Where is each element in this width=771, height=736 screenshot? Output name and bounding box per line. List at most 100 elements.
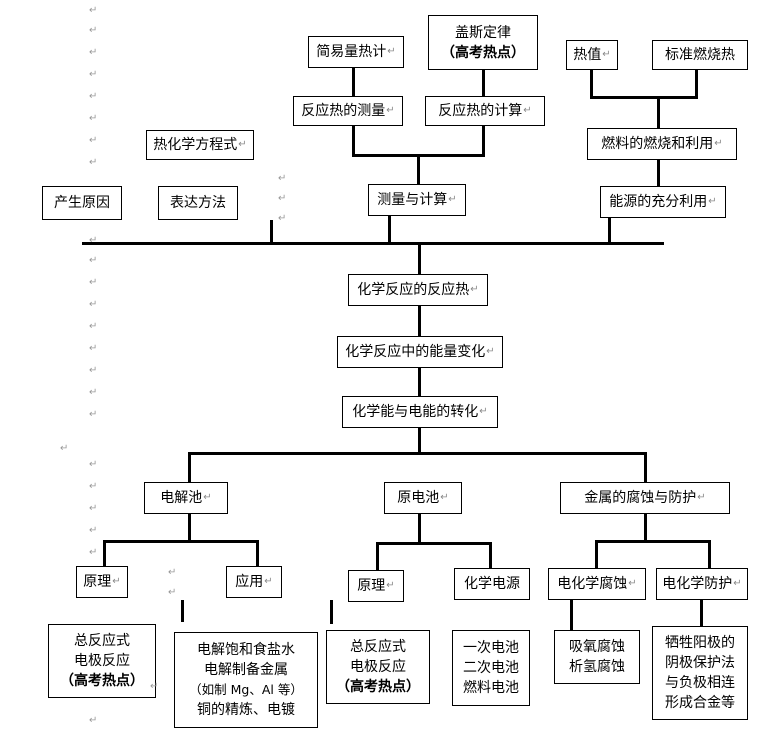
connector — [482, 70, 485, 96]
label: 应用 — [235, 574, 264, 590]
main-horizontal-line — [82, 242, 664, 245]
connector — [595, 540, 711, 543]
paragraph-mark: ↵ — [89, 525, 98, 536]
line: 二次电池 — [463, 660, 519, 676]
paragraph-mark: ↵ — [89, 387, 98, 398]
paragraph-mark: ↵ — [89, 69, 98, 80]
paragraph-mark: ↵ — [89, 459, 98, 470]
label: 能源的充分利用 — [609, 194, 708, 210]
line: 电解制备金属 — [203, 662, 288, 678]
connector — [700, 600, 703, 626]
line: 牺牲阳极的 — [665, 635, 735, 651]
line: （如制 Mg、Al 等） — [189, 682, 303, 697]
connector — [418, 514, 421, 544]
label: 盖斯定律 — [455, 24, 511, 41]
label: 反应热的测量 — [301, 103, 386, 119]
paragraph-mark: ↵ — [89, 91, 98, 102]
line: 一次电池 — [463, 640, 519, 656]
hotspot-label: （高考热点） — [60, 673, 144, 689]
paragraph-mark: ↵ — [89, 343, 98, 354]
label: 简易量热计 — [316, 44, 387, 60]
line: 形成合金等 — [665, 695, 735, 711]
line: 电极反应 — [350, 659, 406, 675]
connector — [103, 540, 259, 543]
line: 燃料电池 — [463, 680, 519, 696]
node-measure-calc: 测量与计算↵ — [368, 184, 466, 216]
label: 电化学防护 — [662, 576, 733, 592]
label: 电解池 — [160, 490, 203, 506]
leaf-electrolysis-applications: 电解饱和食盐水 电解制备金属 （如制 Mg、Al 等） 铜的精炼、电镀 — [174, 632, 318, 728]
node-principle-electrolysis: 原理↵ — [76, 566, 128, 598]
node-thermochemical-equation: 热化学方程式↵ — [146, 130, 254, 160]
label: 化学反应中的能量变化 — [345, 344, 486, 360]
connector — [188, 514, 191, 542]
line: 析氢腐蚀 — [569, 659, 625, 675]
node-principle-galvanic: 原理↵ — [348, 570, 404, 602]
label: 标准燃烧热 — [665, 47, 735, 63]
leaf-corrosion-types: 吸氧腐蚀 析氢腐蚀 — [554, 630, 640, 684]
node-chemical-power: 化学电源 — [454, 568, 530, 600]
line: 吸氧腐蚀 — [569, 639, 625, 655]
node-expression: 表达方法 — [158, 186, 238, 220]
paragraph-mark: ↵ — [60, 443, 69, 454]
node-electrochemical-protection: 电化学防护↵ — [656, 568, 748, 600]
paragraph-mark: ↵ — [89, 235, 98, 246]
paragraph-mark: ↵ — [89, 409, 98, 420]
connector — [103, 540, 106, 566]
connector — [590, 70, 593, 98]
connector — [608, 216, 611, 244]
connector — [352, 68, 355, 96]
connector — [352, 126, 355, 156]
paragraph-mark: ↵ — [168, 587, 177, 598]
line: 电极反应 — [74, 653, 130, 669]
leaf-battery-types: 一次电池 二次电池 燃料电池 — [452, 630, 530, 706]
paragraph-mark: ↵ — [89, 47, 98, 58]
node-chem-electric-conversion: 化学能与电能的转化↵ — [342, 396, 498, 428]
paragraph-mark: ↵ — [278, 193, 287, 204]
paragraph-mark: ↵ — [89, 157, 98, 168]
paragraph-mark: ↵ — [89, 481, 98, 492]
node-hess-law: 盖斯定律（高考热点） — [428, 15, 538, 70]
label: 产生原因 — [54, 195, 110, 211]
paragraph-mark: ↵ — [89, 5, 98, 16]
connector — [657, 96, 660, 128]
line: 阴极保护法 — [665, 655, 735, 671]
connector — [376, 542, 492, 545]
node-application: 应用↵ — [226, 566, 282, 598]
label: 化学反应的反应热 — [357, 282, 470, 298]
label: 热值 — [573, 47, 602, 63]
leaf-protection-methods: 牺牲阳极的 阴极保护法 与负极相连 形成合金等 — [652, 626, 748, 720]
connector — [695, 70, 698, 98]
node-electrolytic-cell: 电解池↵ — [144, 482, 228, 514]
connector — [708, 540, 711, 568]
connector — [595, 540, 598, 568]
paragraph-mark: ↵ — [89, 503, 98, 514]
connector — [188, 452, 191, 482]
label: 原电池 — [397, 490, 440, 506]
connector — [570, 600, 573, 630]
line: 铜的精炼、电镀 — [196, 702, 295, 718]
leaf-galvanic-principle: 总反应式 电极反应 （高考热点） — [326, 630, 430, 704]
label: 金属的腐蚀与防护 — [584, 490, 697, 506]
paragraph-mark: ↵ — [89, 25, 98, 36]
label: 电化学腐蚀 — [557, 576, 628, 592]
paragraph-mark: ↵ — [89, 255, 98, 266]
label: 测量与计算 — [377, 192, 448, 208]
node-energy-utilization: 能源的充分利用↵ — [600, 186, 726, 218]
node-heat-measurement: 反应热的测量↵ — [293, 96, 403, 126]
node-galvanic-cell: 原电池↵ — [384, 482, 462, 514]
connector — [644, 514, 647, 542]
line: 电解饱和食盐水 — [196, 642, 295, 658]
line: 总反应式 — [350, 639, 406, 655]
node-cause: 产生原因 — [42, 186, 122, 220]
connector — [418, 306, 421, 336]
node-heat-calculation: 反应热的计算↵ — [425, 96, 545, 126]
label: 原理 — [357, 578, 386, 594]
label: 表达方法 — [170, 195, 226, 211]
node-simple-calorimeter: 简易量热计↵ — [308, 36, 404, 68]
paragraph-mark: ↵ — [89, 299, 98, 310]
connector — [482, 126, 485, 156]
connector — [489, 542, 492, 568]
connector — [418, 368, 421, 396]
node-reaction-heat: 化学反应的反应热↵ — [348, 274, 488, 306]
